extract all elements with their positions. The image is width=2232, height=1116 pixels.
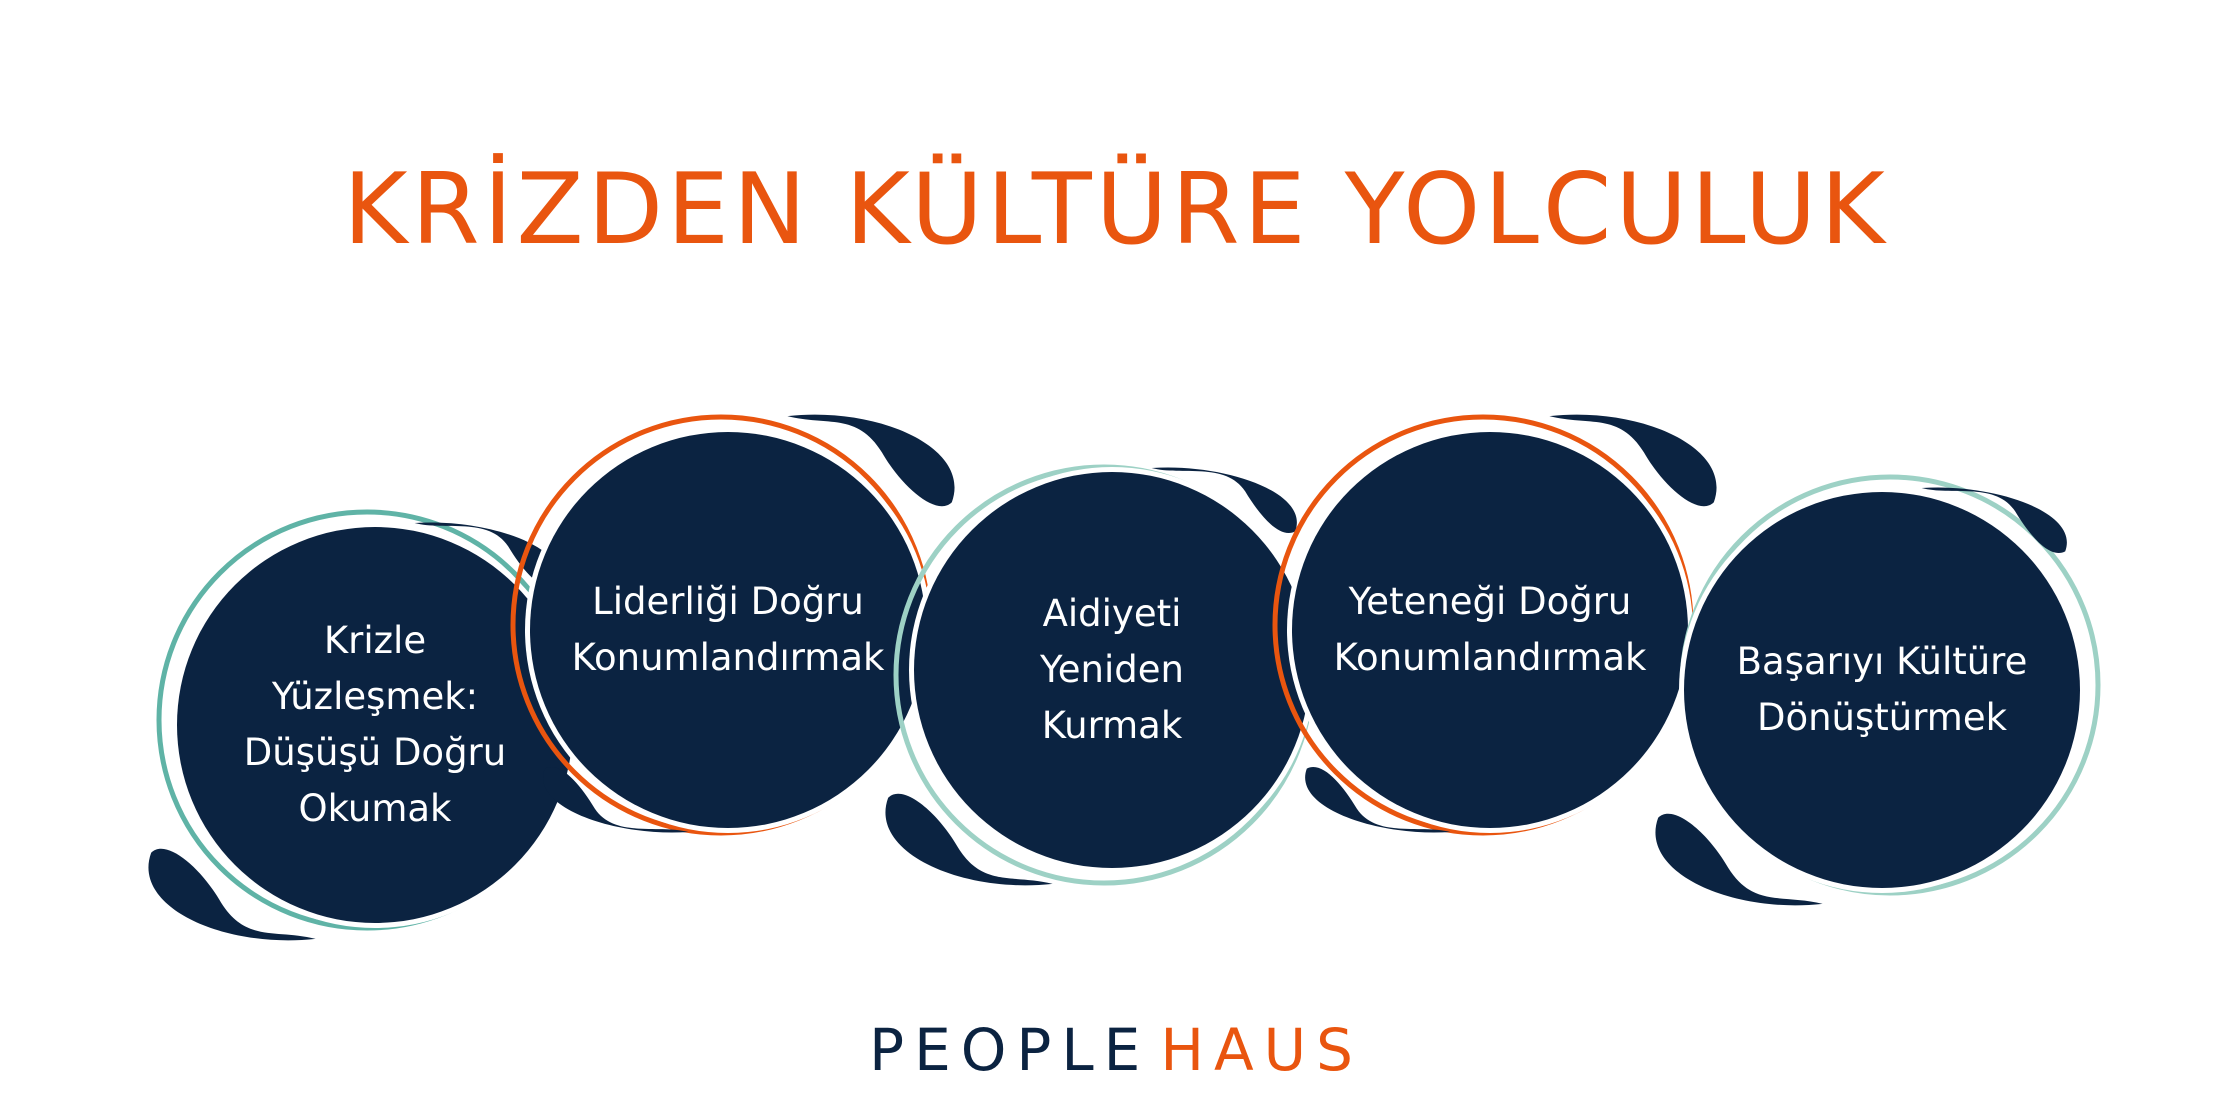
step-label-3: Aidiyeti Yeniden Kurmak — [1040, 592, 1184, 747]
step-label-5: Başarıyı Kültüre Dönüştürmek — [1736, 640, 2028, 739]
step-disk-3 — [914, 472, 1310, 868]
step-disk-1 — [177, 527, 573, 923]
swoosh-shape — [148, 848, 316, 941]
swoosh-shape — [1549, 414, 1717, 507]
swoosh-shape — [885, 793, 1053, 886]
step-label-4: Yeteneği Doğru Konumlandırmak — [1333, 580, 1647, 679]
page-title: KRİZDEN KÜLTÜRE YOLCULUK — [343, 153, 1889, 267]
step-label-1: Krizle Yüzleşmek: Düşüşü Doğru Okumak — [243, 619, 507, 830]
step-circle-5 — [1655, 474, 2101, 906]
logo-haus: HAUS — [1160, 1016, 1363, 1084]
step-disk-4 — [1292, 432, 1688, 828]
swoosh-shape — [1921, 487, 2067, 554]
swoosh-shape — [1655, 813, 1823, 906]
logo-people: PEOPLE — [869, 1016, 1151, 1084]
step-circle-2 — [510, 414, 955, 836]
step-circle-3 — [885, 464, 1315, 886]
step-disk-5 — [1684, 492, 2080, 888]
swoosh-shape — [1305, 766, 1451, 833]
swoosh-shape — [543, 766, 689, 833]
step-circle-1 — [148, 509, 578, 941]
step-circle-4 — [1272, 414, 1717, 836]
swoosh-shape — [787, 414, 955, 507]
swoosh-shape — [1151, 467, 1297, 534]
step-disk-2 — [530, 432, 926, 828]
step-label-2: Liderliği Doğru Konumlandırmak — [571, 580, 885, 679]
